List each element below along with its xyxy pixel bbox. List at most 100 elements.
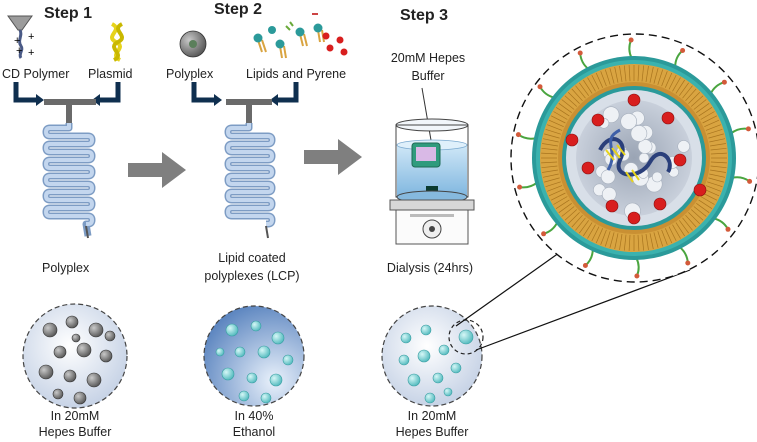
lcp-particle bbox=[458, 329, 474, 345]
lipid-tail bbox=[628, 234, 631, 251]
lipid-tail bbox=[653, 232, 659, 248]
core-bubble bbox=[601, 187, 617, 202]
lipid-tail bbox=[591, 226, 600, 242]
lipid-tail bbox=[698, 199, 713, 209]
lipid-tail bbox=[564, 95, 578, 107]
lipid-tail bbox=[591, 74, 600, 90]
lipid-tail bbox=[710, 152, 727, 155]
svg-text:+: + bbox=[16, 45, 22, 57]
lipid-tail bbox=[544, 177, 560, 183]
lipid-tail bbox=[685, 88, 697, 102]
lipid-tail bbox=[710, 143, 726, 147]
pyrene-molecule bbox=[591, 113, 605, 127]
cd-polymer-icon: + + + + bbox=[7, 15, 34, 59]
peg-end bbox=[745, 126, 751, 132]
svg-text:+: + bbox=[28, 31, 34, 43]
lipid-tail bbox=[558, 203, 572, 213]
lipid-tail bbox=[637, 65, 640, 82]
process-arrow-2 bbox=[304, 139, 362, 175]
lipid-tail bbox=[609, 68, 615, 84]
lcp-particle bbox=[438, 344, 450, 356]
lipid-tail bbox=[541, 147, 558, 151]
lipid-tail bbox=[614, 66, 619, 83]
lcp-particle bbox=[221, 367, 235, 381]
pyrene-molecule bbox=[581, 161, 595, 175]
lipid-tail bbox=[690, 209, 704, 221]
lcp-particle bbox=[271, 331, 285, 345]
dialysis-beaker-icon bbox=[395, 118, 469, 204]
lipid-tail bbox=[548, 119, 564, 128]
peg-end bbox=[634, 273, 640, 279]
lcp-particle bbox=[450, 362, 462, 374]
peg-end bbox=[541, 231, 547, 237]
lcp-particle bbox=[250, 320, 262, 332]
lipid-tail bbox=[653, 68, 659, 84]
lipid-tail bbox=[704, 188, 720, 197]
lipid-tail bbox=[700, 196, 715, 205]
lcp-particle bbox=[282, 354, 294, 366]
lipid-tail bbox=[579, 82, 589, 96]
step1-mixer-coil bbox=[42, 99, 96, 239]
step1-connector-arrows bbox=[13, 82, 121, 106]
lipid-tail bbox=[710, 147, 727, 151]
lipid-tail bbox=[541, 165, 558, 169]
lcp-particle bbox=[420, 324, 432, 336]
step3-lcp-dish bbox=[381, 305, 484, 407]
lipid-tail bbox=[575, 217, 586, 231]
lipid-tail bbox=[675, 79, 685, 94]
lcp-particle bbox=[398, 354, 410, 366]
lipid-tail bbox=[661, 71, 668, 87]
lipid-tail bbox=[542, 169, 558, 173]
pyrene-molecule bbox=[673, 153, 687, 167]
lcp-zoom-detail bbox=[510, 33, 757, 283]
lipid-tail bbox=[579, 220, 589, 234]
plasmid-label: Plasmid bbox=[88, 67, 133, 81]
core-bubble bbox=[677, 140, 691, 153]
peg-end bbox=[747, 178, 753, 184]
lipid-tail bbox=[619, 234, 623, 250]
lipid-tail bbox=[542, 143, 558, 147]
lipid-tail bbox=[693, 99, 707, 110]
lipid-tail bbox=[649, 233, 654, 250]
lipid-tail bbox=[583, 79, 593, 94]
lipids-pyrene-label: Lipids and Pyrene bbox=[246, 67, 346, 81]
lipid-tail bbox=[544, 133, 560, 139]
lipid-tail bbox=[547, 124, 563, 131]
pyrene-molecule bbox=[565, 133, 579, 147]
lipid-tail bbox=[702, 115, 718, 124]
lipid-tail bbox=[705, 185, 721, 192]
lipid-tail bbox=[542, 138, 559, 143]
lipid-tail bbox=[542, 173, 559, 178]
polyplex-particle bbox=[104, 330, 116, 342]
plasmid-icon bbox=[110, 22, 124, 62]
svg-text:+: + bbox=[14, 35, 20, 47]
lcp-particle bbox=[257, 345, 271, 359]
pyrene-molecule bbox=[653, 197, 667, 211]
lipid-tail bbox=[693, 206, 707, 217]
svg-text:+: + bbox=[28, 47, 34, 59]
polyplex-particle bbox=[88, 322, 104, 338]
lipid-tail bbox=[641, 65, 645, 82]
peg-end bbox=[517, 184, 523, 190]
lipid-tail bbox=[707, 181, 723, 188]
lipid-tail bbox=[619, 66, 623, 82]
core-bubble bbox=[602, 106, 620, 123]
polyplex-icon bbox=[179, 30, 207, 58]
lipid-tail bbox=[688, 91, 701, 104]
lipid-tail bbox=[595, 228, 604, 244]
process-arrow-1 bbox=[128, 152, 186, 188]
lipid-tail bbox=[702, 192, 718, 201]
lipid-tail bbox=[604, 231, 611, 247]
lipid-tail bbox=[710, 165, 727, 169]
lcp-particle bbox=[246, 372, 258, 384]
step1-condition-line1: In 20mM bbox=[51, 409, 100, 423]
lipid-tail bbox=[587, 77, 596, 92]
lipid-tail bbox=[587, 224, 596, 239]
step3-title: Step 3 bbox=[400, 7, 448, 24]
lipid-tail bbox=[700, 111, 715, 120]
lipid-tail bbox=[541, 161, 558, 164]
polyplex-particle bbox=[65, 315, 79, 329]
lcp-product-line2: polyplexes (LCP) bbox=[204, 269, 299, 283]
lipid-tail bbox=[696, 203, 710, 213]
